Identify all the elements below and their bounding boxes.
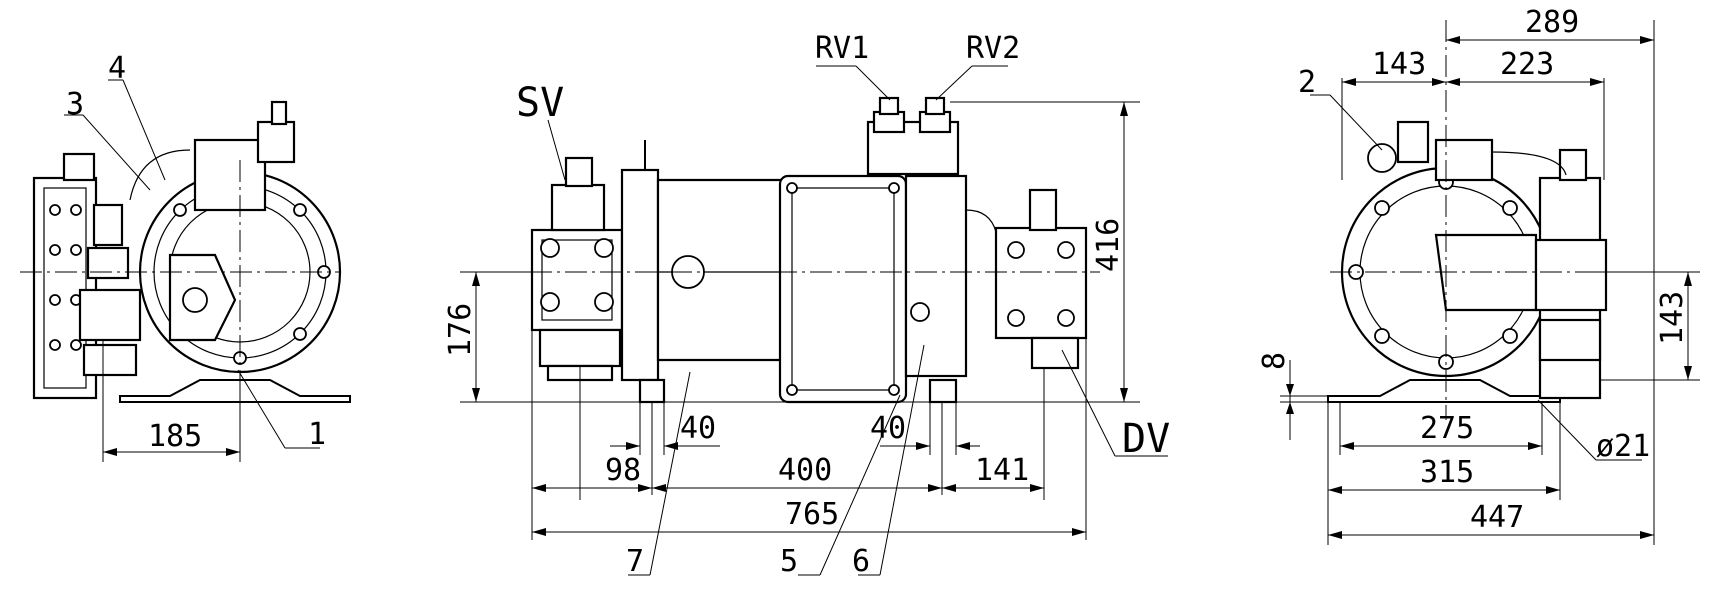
- right-end-view: [1327, 20, 1660, 420]
- side-callouts: SV RV1 RV2 DV 7 5 6: [516, 31, 1170, 579]
- callout-3: 3: [66, 87, 84, 122]
- callout-4: 4: [108, 51, 126, 86]
- dim-315: 315: [1420, 455, 1474, 490]
- label-rv2: RV2: [966, 31, 1020, 66]
- dim-275: 275: [1420, 411, 1474, 446]
- callout-7: 7: [626, 544, 644, 579]
- dim-dia21: ø21: [1596, 429, 1650, 464]
- callout-5: 5: [780, 544, 798, 579]
- dim-447: 447: [1470, 500, 1524, 535]
- side-view: [460, 96, 1100, 404]
- dim-185-label: 185: [148, 419, 202, 454]
- left-callouts: 3 4 1: [64, 51, 326, 452]
- dim-143-side: 143: [1655, 291, 1690, 345]
- dim-141: 141: [975, 453, 1029, 488]
- dim-40-right: 40: [870, 411, 906, 446]
- dim-185: 185: [102, 340, 241, 462]
- dim-98: 98: [605, 453, 641, 488]
- right-callouts: 2 ø21: [1298, 65, 1650, 464]
- dim-176-label: 176: [443, 303, 478, 357]
- dim-289: 289: [1525, 5, 1579, 40]
- callout-6: 6: [852, 544, 870, 579]
- dim-765: 765: [785, 497, 839, 532]
- dim-176: 176: [443, 271, 532, 402]
- callout-2: 2: [1298, 65, 1316, 100]
- label-sv: SV: [516, 80, 564, 126]
- dim-400: 400: [778, 453, 832, 488]
- side-horizontal-dims: 40 40 98 400 141 765: [531, 330, 1087, 540]
- label-dv: DV: [1122, 416, 1170, 462]
- dim-40-left: 40: [680, 411, 716, 446]
- left-end-view: [20, 100, 351, 410]
- dim-8: 8: [1257, 352, 1292, 370]
- callout-1: 1: [308, 417, 326, 452]
- dim-416: 416: [950, 101, 1140, 403]
- label-rv1: RV1: [815, 31, 869, 66]
- dim-223: 223: [1500, 47, 1554, 82]
- dim-416-label: 416: [1091, 218, 1126, 272]
- dim-143-top: 143: [1372, 47, 1426, 82]
- right-dims: 289 143 223 143 8 275 315: [1257, 5, 1700, 545]
